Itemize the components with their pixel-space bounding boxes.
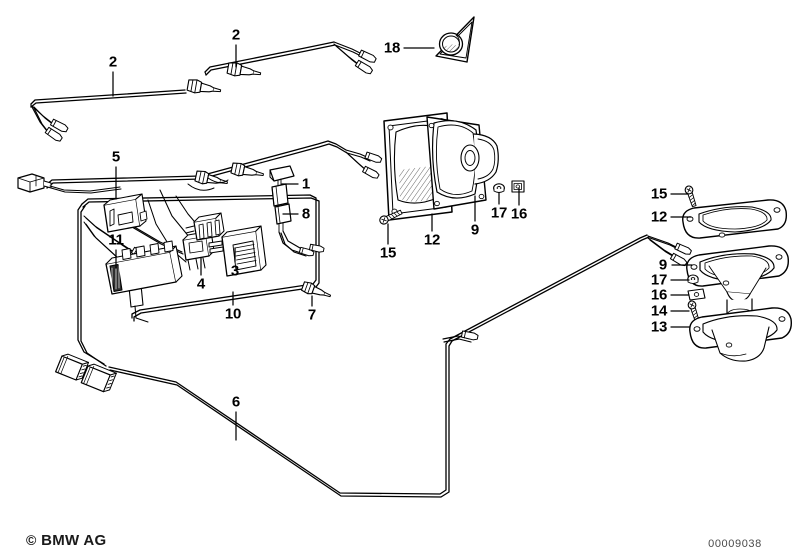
callout-number-10: 10 [224, 305, 242, 323]
screw-part-15-left [379, 209, 403, 225]
callout-number-9: 9 [658, 256, 668, 274]
copyright-symbol: © [26, 532, 37, 548]
washer-part-17-right [687, 274, 699, 284]
callout-number-17: 17 [490, 204, 508, 222]
screw-part-14-right [687, 300, 700, 322]
fuse-block-part-11-lower [105, 240, 183, 295]
bracket-part-16-left [511, 180, 525, 193]
vent-part-3 [221, 225, 267, 277]
harness-part-6 [55, 234, 692, 498]
callout-number-9: 9 [470, 221, 480, 239]
screw-part-15-right [684, 185, 697, 208]
speaker-assembly-left [379, 112, 525, 225]
relay-part-11 [103, 193, 148, 233]
diagram-part-number: 00009038 [708, 538, 762, 550]
callout-number-5: 5 [111, 148, 121, 166]
speaker-body-part-9 [426, 116, 499, 210]
callout-number-12: 12 [423, 231, 441, 249]
callout-number-4: 4 [196, 275, 206, 293]
callout-number-18: 18 [383, 39, 401, 57]
callout-number-3: 3 [230, 262, 240, 280]
callout-number-16: 16 [650, 286, 668, 304]
callout-number-1: 1 [301, 175, 311, 193]
callout-number-2: 2 [108, 53, 118, 71]
bullet-connector-part-7 [300, 281, 332, 298]
bracket-part-16-right [687, 288, 706, 301]
callout-number-17: 17 [650, 271, 668, 289]
tweeter-cover-part-18 [435, 16, 475, 63]
harness-part-2-right [204, 41, 377, 77]
callout-number-7: 7 [307, 306, 317, 324]
callout-number-16: 16 [510, 205, 528, 223]
callout-number-11: 11 [108, 231, 124, 249]
plug-connector-b [80, 363, 117, 393]
harness-part-5-and-10 [17, 140, 383, 367]
copyright-text: BMW AG [41, 532, 107, 549]
speaker-grille-part-12-right [682, 199, 788, 239]
callout-number-8: 8 [301, 205, 311, 223]
callout-number-12: 12 [650, 208, 668, 226]
callout-number-15: 15 [650, 185, 668, 203]
harness-part-2-left [30, 79, 222, 142]
washer-part-17-left [493, 183, 505, 193]
callout-number-6: 6 [231, 393, 241, 411]
callout-leader-lines [112, 44, 693, 441]
callout-number-13: 13 [650, 318, 668, 336]
plug-connector-a [55, 353, 90, 381]
module-part-1-and-8 [269, 165, 325, 257]
speaker-enclosure-part-13 [689, 307, 792, 362]
callout-number-14: 14 [650, 302, 668, 320]
speaker-body-part-9-right [686, 245, 789, 322]
connector-cluster-center [185, 212, 225, 241]
callout-number-2: 2 [231, 26, 241, 44]
connector-left-upper [17, 173, 52, 193]
speaker-assembly-right [682, 185, 792, 362]
inline-bullet-connectors-mid [187, 162, 264, 191]
callout-number-15: 15 [379, 244, 397, 262]
copyright-notice: © BMW AG [26, 532, 107, 549]
